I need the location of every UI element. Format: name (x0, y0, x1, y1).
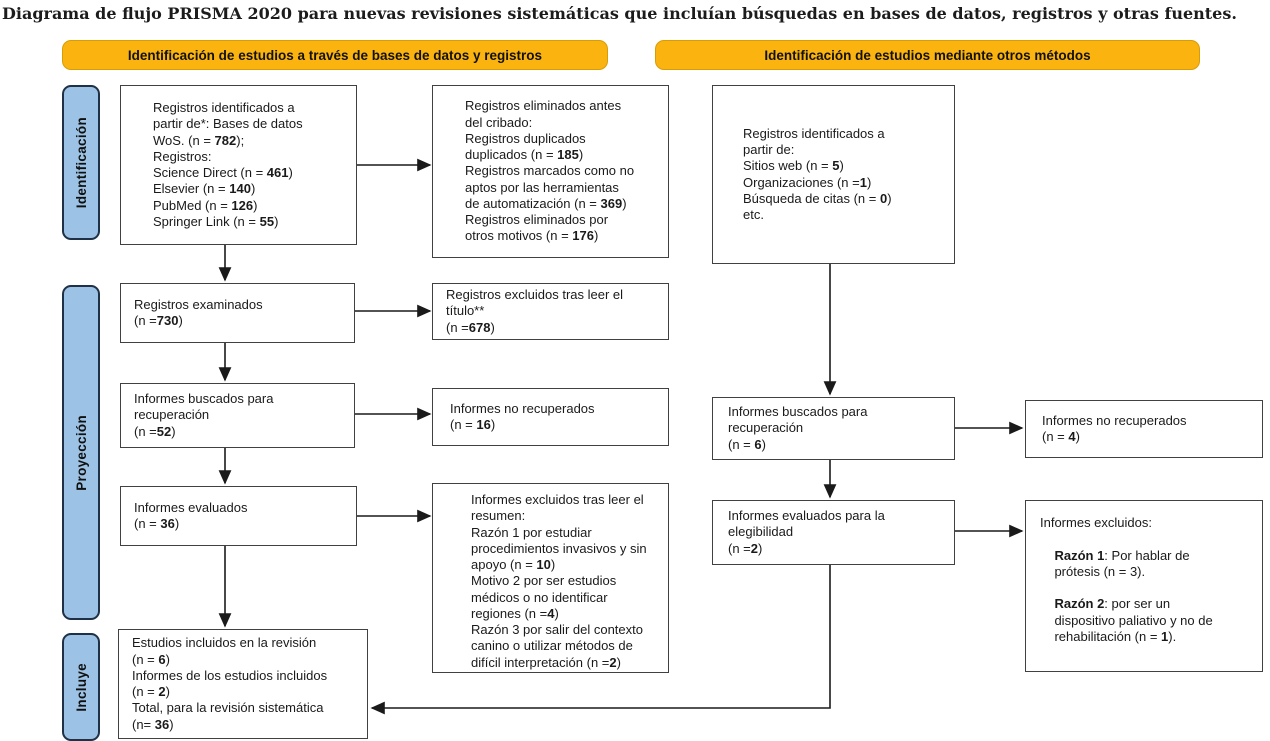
box-reports-excluded-abstract-text: Informes excluidos tras leer el resumen:… (471, 492, 647, 670)
box-reports-assessed-databases-text: Informes evaluados (n = 36) (134, 499, 248, 531)
box-reports-assessed-other: Informes evaluados para la elegibilidad … (712, 500, 955, 565)
stage-label-identification: Identificación (62, 85, 100, 240)
page-title: Diagrama de flujo PRISMA 2020 para nueva… (2, 4, 1237, 23)
stage-label-screening: Proyección (62, 285, 100, 620)
banner-databases-registers: Identificación de estudios a través de b… (62, 40, 608, 70)
box-records-identified-databases: Registros identificados a partir de*: Ba… (120, 85, 357, 245)
box-records-excluded-title-text: Registros excluidos tras leer el título*… (446, 287, 624, 335)
stage-label-screening-text: Proyección (73, 414, 89, 491)
box-records-screened: Registros examinados (n =730) (120, 283, 355, 343)
box-studies-included-text: Estudios incluidos en la revisión (n = 6… (132, 635, 328, 732)
box-reports-not-retrieved-databases-text: Informes no recuperados (n = 16) (450, 400, 595, 432)
box-reports-not-retrieved-other-text: Informes no recuperados (n = 4) (1042, 412, 1187, 444)
stage-label-identification-text: Identificación (73, 116, 89, 209)
box-records-screened-text: Registros examinados (n =730) (134, 296, 263, 328)
box-records-identified-other: Registros identificados a partir de: Sit… (712, 85, 955, 264)
box-records-excluded-title: Registros excluidos tras leer el título*… (432, 283, 669, 340)
box-records-removed-before-screening: Registros eliminados antes del cribado: … (432, 85, 669, 258)
box-reports-sought-other: Informes buscados para recuperación (n =… (712, 397, 955, 460)
stage-label-included: Incluye (62, 633, 100, 741)
box-reports-excluded-abstract: Informes excluidos tras leer el resumen:… (432, 483, 669, 673)
box-records-identified-databases-text: Registros identificados a partir de*: Ba… (153, 100, 303, 229)
box-reports-not-retrieved-other: Informes no recuperados (n = 4) (1025, 400, 1263, 458)
box-studies-included: Estudios incluidos en la revisión (n = 6… (118, 629, 368, 739)
box-reports-assessed-other-text: Informes evaluados para la elegibilidad … (728, 508, 885, 556)
box-records-removed-before-screening-text: Registros eliminados antes del cribado: … (465, 98, 635, 244)
stage-label-included-text: Incluye (73, 662, 89, 712)
box-records-identified-other-text: Registros identificados a partir de: Sit… (743, 125, 892, 222)
box-reports-excluded-other: Informes excluidos: Razón 1: Por hablar … (1025, 500, 1263, 672)
box-reports-not-retrieved-databases: Informes no recuperados (n = 16) (432, 388, 669, 446)
box-reports-sought-other-text: Informes buscados para recuperación (n =… (728, 404, 868, 452)
box-reports-sought-databases-text: Informes buscados para recuperación (n =… (134, 391, 274, 439)
box-reports-excluded-other-text: Informes excluidos: Razón 1: Por hablar … (1040, 515, 1213, 644)
box-reports-assessed-databases: Informes evaluados (n = 36) (120, 486, 357, 546)
box-reports-sought-databases: Informes buscados para recuperación (n =… (120, 383, 355, 448)
banner-other-methods: Identificación de estudios mediante otro… (655, 40, 1200, 70)
